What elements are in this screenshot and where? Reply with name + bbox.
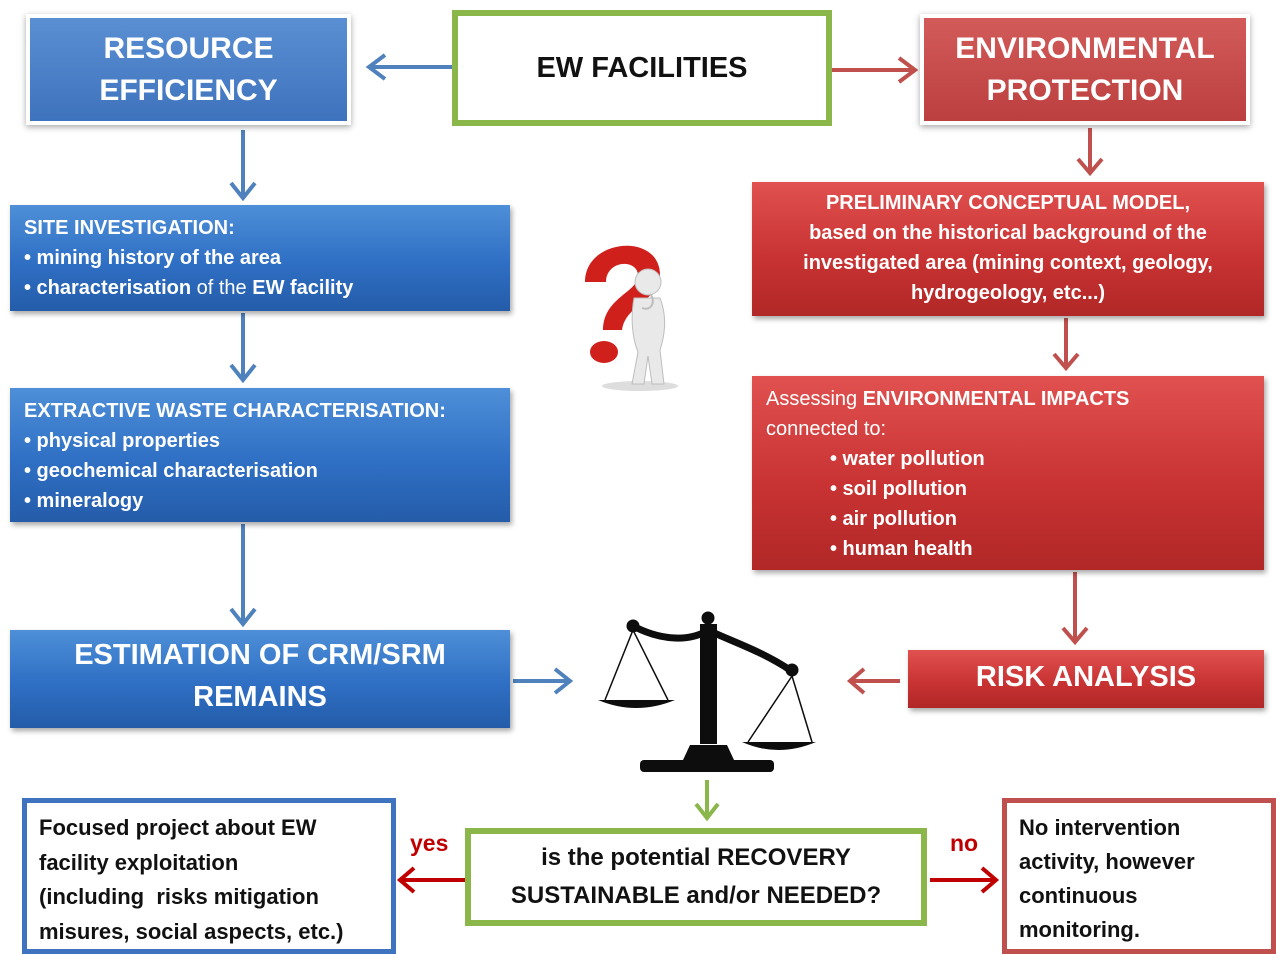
conceptual-model-line: PRELIMINARY CONCEPTUAL MODEL, xyxy=(825,192,1191,214)
arrow-ew-to-environment xyxy=(832,56,919,84)
site-investigation-title: SITE INVESTIGATION: xyxy=(24,217,235,239)
estimation-line2: REMAINS xyxy=(193,681,327,713)
ew-facilities-header: EW FACILITIES xyxy=(452,10,832,126)
conceptual-model-line: based on the historical background of th… xyxy=(809,222,1207,244)
site-investigation-item: • mining history of the area xyxy=(24,247,282,269)
arrow-ew-to-resource xyxy=(365,53,452,81)
estimation-box: ESTIMATION OF CRM/SRM REMAINS xyxy=(10,630,510,728)
waste-characterisation-box: EXTRACTIVE WASTE CHARACTERISATION: • phy… xyxy=(10,388,510,522)
no-outcome-line: monitoring. xyxy=(1019,917,1140,942)
impact-item: • water pollution xyxy=(830,448,985,470)
question-line1: is the potential RECOVERY xyxy=(541,844,851,871)
recovery-question-box: is the potential RECOVERY SUSTAINABLE an… xyxy=(465,828,927,926)
arrow-impacts-to-risk xyxy=(1061,572,1089,646)
yes-outcome-line: (including risks mitigation xyxy=(39,884,319,909)
arrow-site-to-waste xyxy=(229,313,257,384)
arrow-model-to-impacts xyxy=(1052,318,1080,372)
arrow-scale-to-question xyxy=(694,780,720,822)
risk-analysis-label: RISK ANALYSIS xyxy=(975,661,1197,693)
resource-efficiency-header: RESOURCE EFFICIENCY xyxy=(26,14,351,125)
bold-fragment: ENVIRONMENTAL IMPACTS xyxy=(862,388,1130,410)
no-label: no xyxy=(950,830,979,856)
arrow-estimation-to-scale xyxy=(513,667,574,695)
arrow-environment-to-model xyxy=(1076,128,1104,177)
yes-outcome-box: Focused project about EW facility exploi… xyxy=(22,798,396,954)
environmental-protection-line2: PROTECTION xyxy=(986,73,1184,107)
resource-efficiency-line2: EFFICIENCY xyxy=(99,73,278,107)
bold-fragment: • characterisation xyxy=(24,277,192,299)
bold-fragment: EW facility xyxy=(252,277,354,299)
risk-analysis-box: RISK ANALYSIS xyxy=(908,650,1264,708)
site-investigation-item: • characterisation of the EW facility xyxy=(24,273,496,303)
yes-outcome-line: misures, social aspects, etc.) xyxy=(39,918,344,944)
waste-characterisation-item: • geochemical characterisation xyxy=(24,460,318,482)
environmental-impacts-box: Assessing ENVIRONMENTAL IMPACTS connecte… xyxy=(752,376,1264,570)
impact-item: • air pollution xyxy=(830,508,957,530)
no-outcome-line: continuous xyxy=(1019,883,1138,908)
arrow-question-to-yes xyxy=(396,866,470,894)
waste-characterisation-item: • physical properties xyxy=(24,430,220,452)
impacts-intro: Assessing ENVIRONMENTAL IMPACTS xyxy=(766,384,1250,414)
yes-outcome-line: Focused project about EW xyxy=(39,815,317,840)
no-outcome-line: No intervention xyxy=(1019,815,1181,840)
question-mark-person-icon xyxy=(585,245,678,391)
environmental-protection-line1: ENVIRONMENTAL xyxy=(955,31,1215,65)
waste-characterisation-item: • mineralogy xyxy=(24,490,144,512)
question-line2: SUSTAINABLE and/or NEEDED? xyxy=(510,882,882,909)
waste-characterisation-title: EXTRACTIVE WASTE CHARACTERISATION: xyxy=(24,400,446,422)
conceptual-model-line: hydrogeology, etc...) xyxy=(910,282,1106,304)
yes-label: yes xyxy=(410,830,449,856)
resource-efficiency-line1: RESOURCE xyxy=(103,31,274,65)
normal-fragment: of the xyxy=(191,277,253,299)
impacts-intro-line2: connected to: xyxy=(766,418,887,440)
conceptual-model-box: PRELIMINARY CONCEPTUAL MODEL, based on t… xyxy=(752,182,1264,316)
arrow-question-to-no xyxy=(930,866,1000,894)
arrow-waste-to-estimation xyxy=(229,524,257,628)
impact-item: • soil pollution xyxy=(830,478,967,500)
arrow-risk-to-scale xyxy=(846,667,900,695)
site-investigation-box: SITE INVESTIGATION: • mining history of … xyxy=(10,205,510,311)
balance-scale-icon xyxy=(598,611,816,772)
arrow-resource-to-site xyxy=(229,130,257,202)
environmental-protection-header: ENVIRONMENTAL PROTECTION xyxy=(920,14,1250,125)
estimation-line1: ESTIMATION OF CRM/SRM xyxy=(74,639,446,671)
conceptual-model-line: investigated area (mining context, geolo… xyxy=(803,252,1213,274)
normal-fragment: Assessing xyxy=(766,388,863,410)
yes-outcome-line: facility exploitation xyxy=(39,849,239,875)
no-outcome-line: activity, however xyxy=(1019,849,1195,874)
no-outcome-box: No intervention activity, however contin… xyxy=(1002,798,1276,954)
ew-facilities-label: EW FACILITIES xyxy=(536,51,748,84)
impact-item: • human health xyxy=(830,538,973,560)
